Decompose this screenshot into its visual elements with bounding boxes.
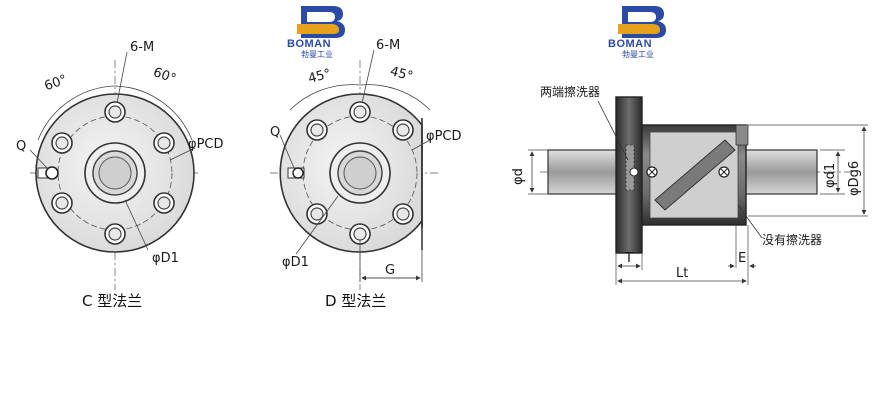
logo-subtitle: 勃曼工业 — [301, 49, 333, 59]
bolt-hole — [104, 223, 126, 245]
bolt-hole — [51, 132, 73, 154]
logo-subtitle: 勃曼工业 — [622, 49, 654, 59]
bolt-hole — [104, 101, 126, 123]
bolt-hole — [306, 203, 328, 225]
d-flange-caption: D 型法兰 — [325, 292, 386, 310]
bolt-hole — [392, 203, 414, 225]
dg6-label: φDg6 — [847, 161, 862, 196]
d1-label: φD1 — [152, 251, 179, 266]
no-wiper-label: 没有擦洗器 — [762, 232, 822, 247]
g-dimension-label: G — [385, 263, 395, 278]
bolt-hole — [153, 132, 175, 154]
shaft-diameter-label: φd — [511, 168, 526, 185]
angle-label-left: 45° — [307, 66, 333, 86]
t-dimension-label: T — [624, 251, 633, 266]
d1-label: φD1 — [282, 255, 309, 270]
bolt-hole — [392, 119, 414, 141]
logo-word: BOMAN — [608, 38, 652, 50]
boman-logo: BOMAN 勃曼工业 — [287, 6, 345, 59]
d-type-flange-drawing: 6-M 45° 45° φPCD Q φD1 G D 型法兰 — [270, 38, 462, 310]
bolt-hole — [306, 119, 328, 141]
oil-hole-label: Q — [270, 125, 280, 140]
oil-hole-label: Q — [16, 139, 26, 154]
wipers-both-ends-label: 两端擦洗器 — [540, 85, 600, 99]
pcd-label: φPCD — [426, 129, 462, 144]
bolt-hole — [349, 101, 371, 123]
angle-label-right: 45° — [388, 64, 414, 84]
e-dimension-label: E — [738, 251, 746, 266]
c-type-flange-drawing: 6-M 60° 60° φPCD Q φD1 C 型法兰 — [16, 40, 224, 310]
bolt-hole — [153, 192, 175, 214]
bolt-hole — [51, 192, 73, 214]
angle-label-right: 60° — [151, 65, 178, 87]
pcd-label: φPCD — [188, 137, 224, 152]
hole-count-label: 6-M — [130, 40, 154, 55]
lt-dimension-label: Lt — [676, 266, 688, 281]
hole-count-label: 6-M — [376, 38, 400, 53]
boman-logo: BOMAN 勃曼工业 — [608, 6, 666, 59]
c-flange-caption: C 型法兰 — [82, 292, 142, 310]
logo-word: BOMAN — [287, 38, 331, 50]
d1-label: φd1 — [823, 163, 838, 188]
side-view-drawing: φd φd1 φDg6 两端擦洗器 没有擦洗器 T Lt E — [511, 85, 868, 285]
angle-label-left: 60° — [42, 72, 69, 94]
